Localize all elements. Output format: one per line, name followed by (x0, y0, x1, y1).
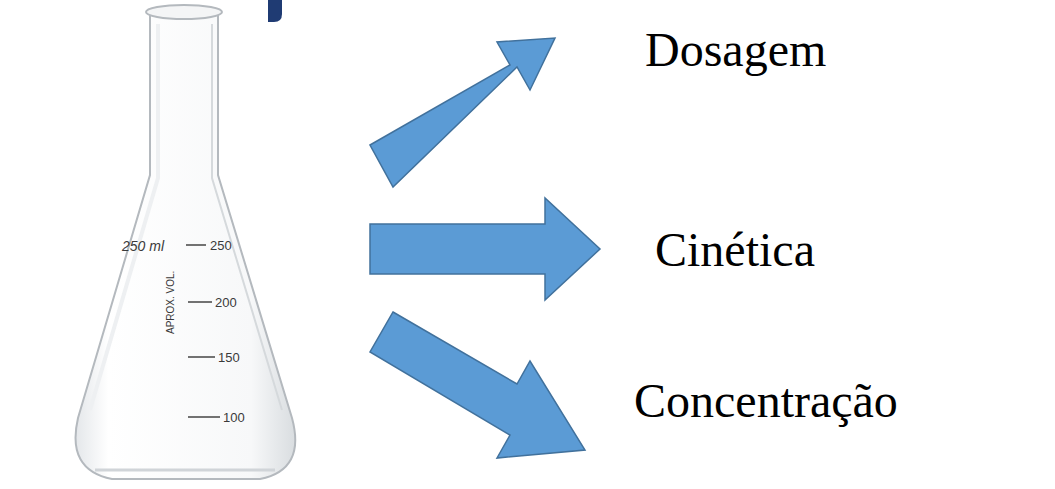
graduation-number: 200 (215, 296, 237, 309)
outcome-label: Concentração (634, 377, 898, 425)
flask-shadow (212, 24, 282, 410)
graduation-line (186, 244, 206, 246)
block-arrow (370, 198, 600, 300)
flask-rim (146, 5, 222, 19)
flask-body (76, 14, 296, 479)
cut-title-glyph (268, 0, 282, 22)
flask-highlight (90, 24, 158, 410)
graduation-line (188, 416, 220, 418)
volume-note: APROX. VOL. (166, 271, 176, 334)
graduation-line (188, 301, 212, 303)
block-arrow (370, 38, 555, 187)
flask-base (95, 469, 275, 472)
block-arrow (370, 312, 585, 458)
graduation-number: 150 (218, 351, 240, 364)
graduation-line (188, 356, 215, 358)
outcome-label: Dosagem (645, 26, 826, 74)
graduation-number: 250 (210, 239, 232, 252)
outcome-label: Cinética (655, 226, 815, 274)
capacity-label: 250 ml (122, 239, 164, 253)
graduation-number: 100 (223, 411, 245, 424)
